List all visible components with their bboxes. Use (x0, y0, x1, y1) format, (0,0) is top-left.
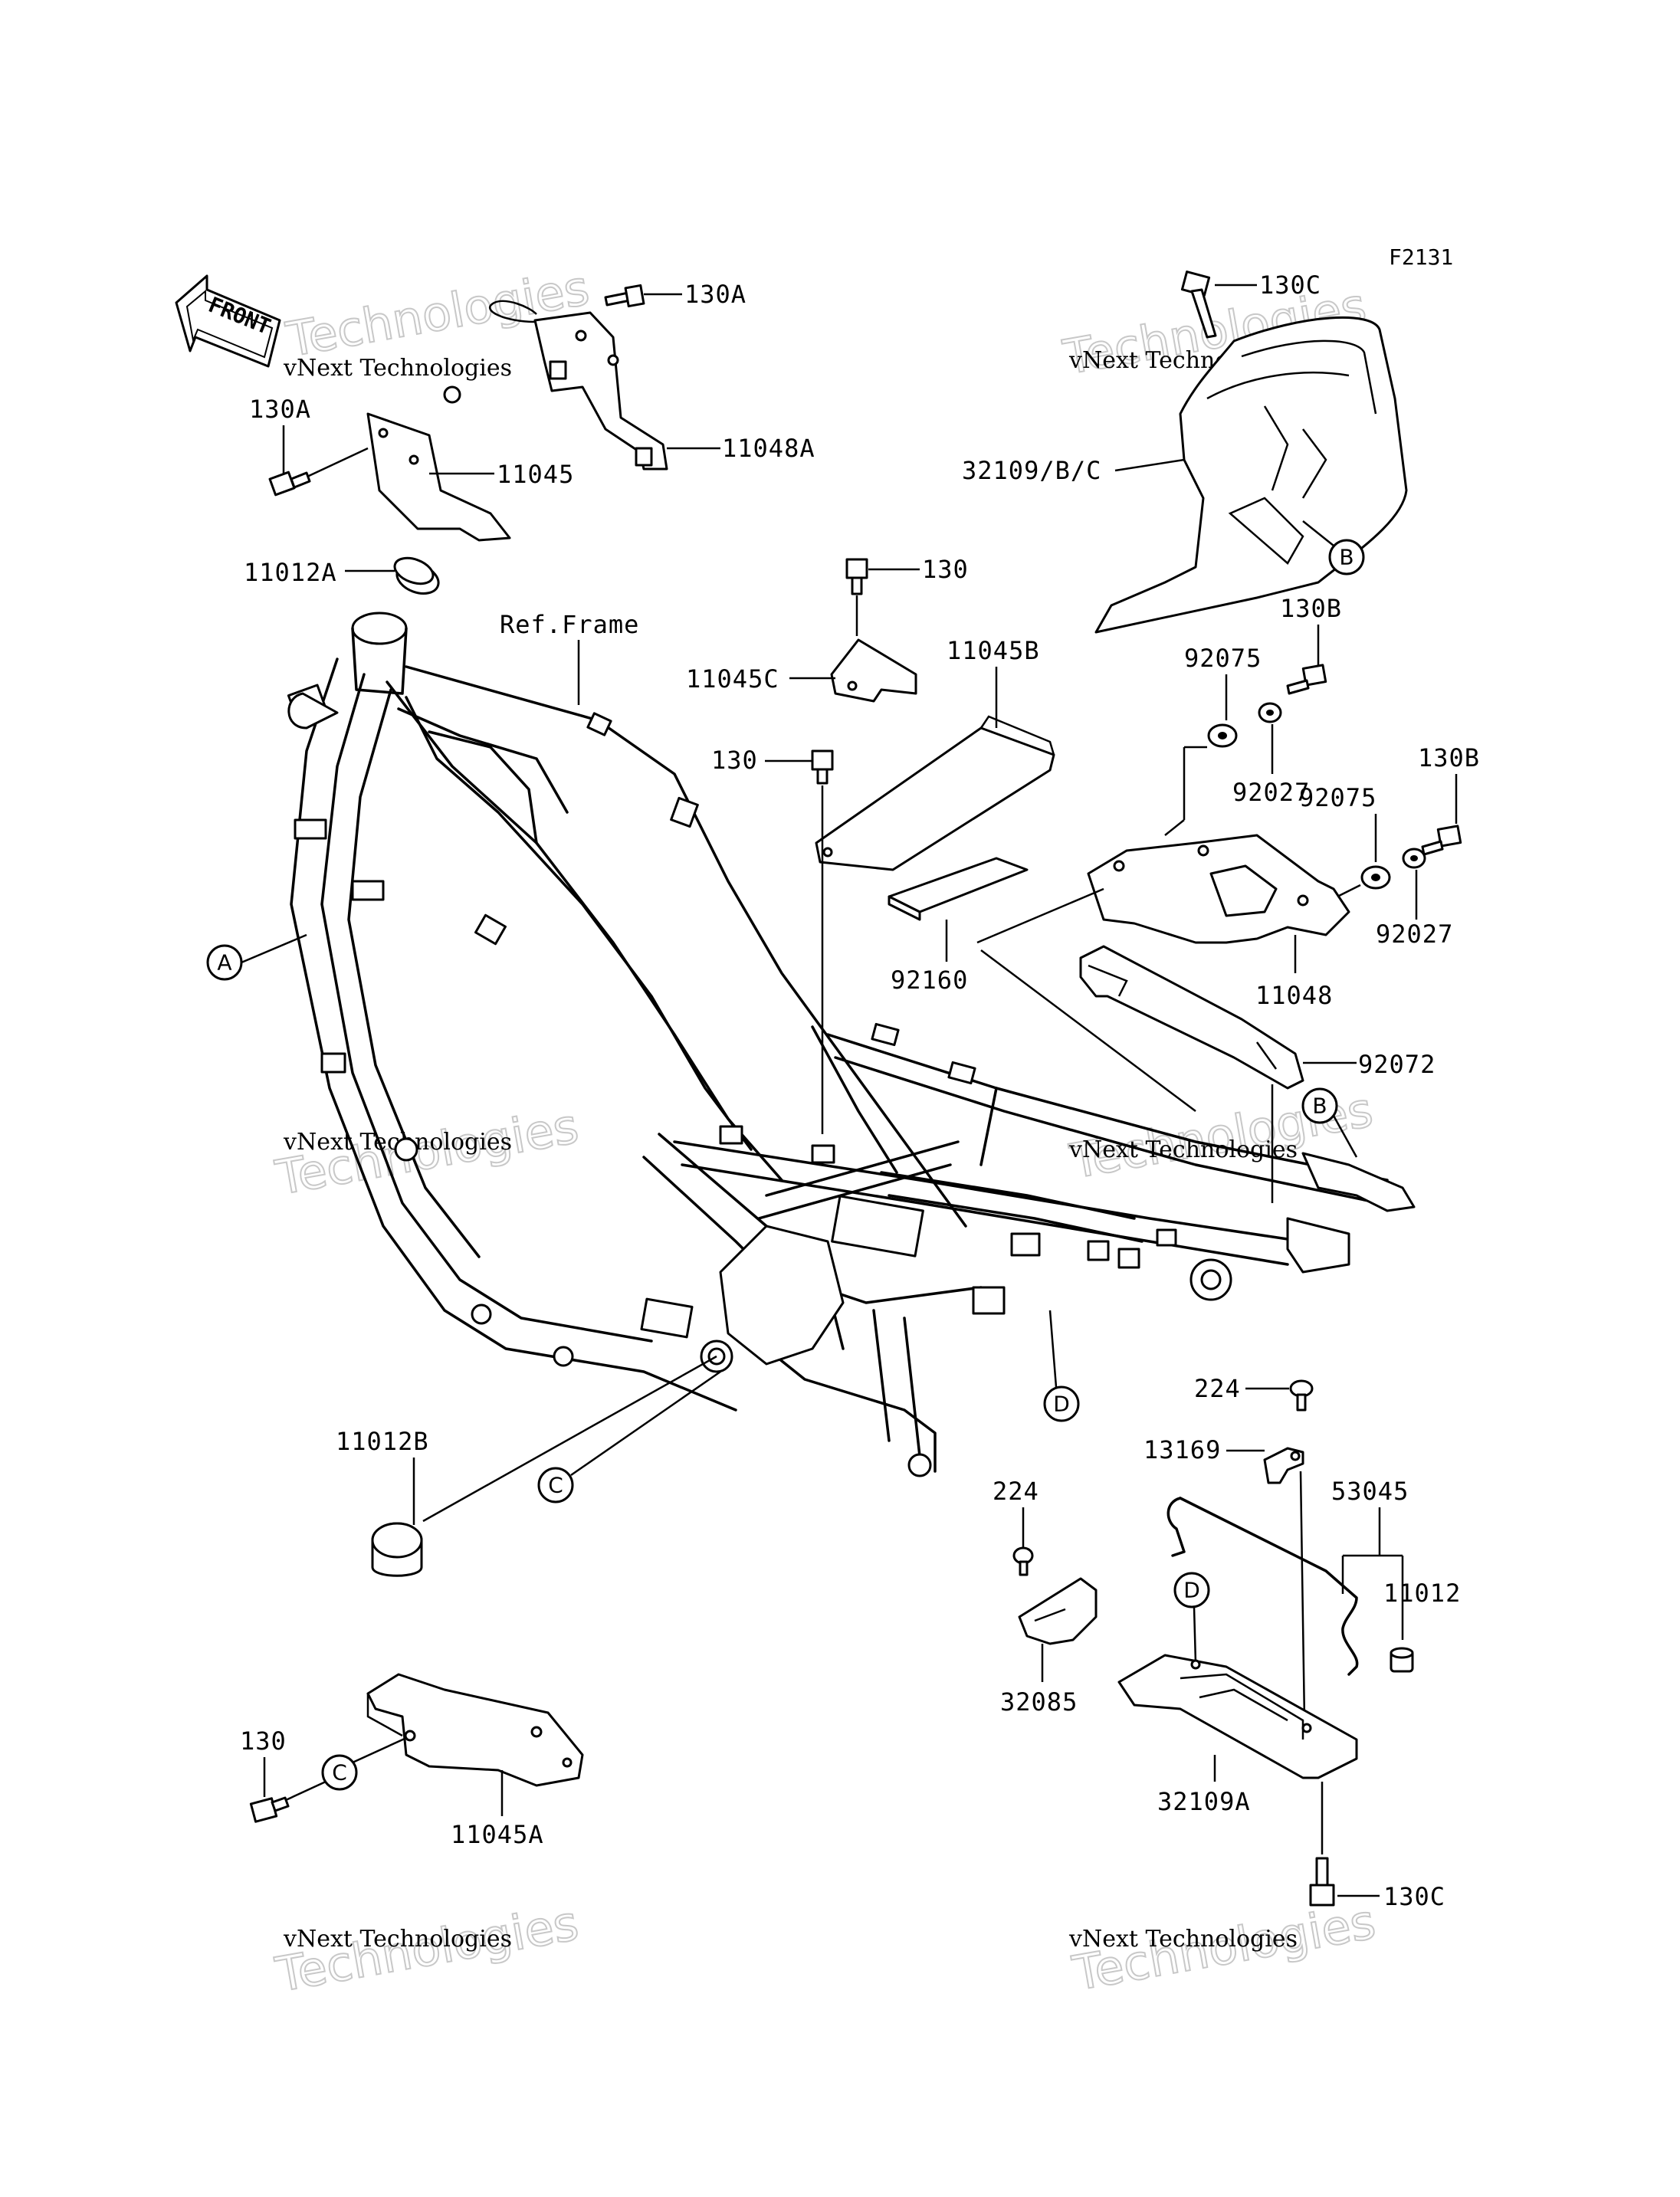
label-11045: 11045 (497, 460, 574, 489)
label-130A-top: 130A (684, 280, 746, 309)
ref-marker-B-frame (1301, 1087, 1338, 1124)
tray-32109A (1117, 1654, 1358, 1779)
ref-marker-D-tray-label: D (1183, 1578, 1200, 1603)
collar-92027-a (1258, 702, 1282, 723)
label-130B-b: 130B (1418, 743, 1480, 772)
watermark-text: vNext Technologies (1068, 1926, 1298, 1953)
label-11048A: 11048A (722, 434, 815, 463)
ref-marker-C-frame-label: C (548, 1473, 563, 1498)
collar-92027-b (1402, 848, 1426, 869)
ref-marker-D-frame (1043, 1385, 1080, 1422)
ref-marker-B-cowl (1328, 539, 1365, 575)
label-32109BC: 32109/B/C (962, 456, 1101, 485)
damper-92075-b (1360, 865, 1391, 890)
label-130-mid: 130 (711, 746, 758, 775)
label-130C-top: 130C (1259, 271, 1321, 300)
label-11012A: 11012A (244, 558, 337, 587)
ref-marker-C-bracket (321, 1754, 358, 1791)
grommet-11012 (1390, 1647, 1414, 1673)
bolt-130A-top (604, 284, 645, 308)
damper-92075-a (1207, 723, 1238, 748)
pad-92160 (888, 857, 1029, 921)
ref-marker-C-bracket-label: C (332, 1760, 347, 1785)
motorcycle-frame (287, 612, 1416, 1477)
strap-92072 (1079, 945, 1304, 1090)
label-ref-frame: Ref.Frame (500, 610, 639, 639)
bolt-130B-b (1421, 825, 1462, 856)
bolt-130C-top (1180, 271, 1217, 339)
front-arrow-icon: FRONT (175, 274, 281, 368)
label-11012B: 11012B (336, 1427, 429, 1456)
label-92160: 92160 (891, 966, 968, 995)
ref-marker-C-frame (537, 1467, 574, 1503)
bracket-11045 (366, 385, 511, 542)
seat-cowl-32109 (1094, 316, 1408, 634)
label-130-top: 130 (922, 555, 969, 584)
label-130C-bottom: 130C (1383, 1882, 1445, 1911)
ref-marker-D-tray (1173, 1572, 1210, 1608)
grommet-11012B (371, 1522, 423, 1577)
watermark-text: vNext Technologies (283, 1926, 512, 1953)
label-130-bottom: 130 (240, 1726, 287, 1756)
ref-marker-B-cowl-label: B (1339, 545, 1354, 570)
label-11045B: 11045B (947, 636, 1040, 665)
bracket-11048A (488, 300, 668, 471)
label-224-b: 224 (993, 1477, 1039, 1506)
watermark-text: vNext Technologies (1068, 1136, 1298, 1163)
screw-224-b (1012, 1546, 1034, 1576)
label-130B-a: 130B (1280, 594, 1342, 623)
label-130A-left: 130A (249, 395, 311, 424)
screw-224-a (1289, 1379, 1314, 1412)
bolt-130-bottom (249, 1796, 290, 1823)
bracket-11045C (830, 638, 917, 703)
ref-marker-A-label: A (217, 950, 231, 976)
bolt-130C-bottom (1309, 1857, 1335, 1907)
label-92075-a: 92075 (1184, 644, 1262, 673)
clamp-13169 (1263, 1447, 1304, 1484)
label-32109A: 32109A (1157, 1787, 1251, 1816)
label-92075-b: 92075 (1299, 783, 1376, 812)
figure-code: F2131 (1389, 244, 1453, 270)
label-11012: 11012 (1383, 1579, 1461, 1608)
bracket-32085 (1018, 1577, 1098, 1645)
label-11045A: 11045A (451, 1820, 544, 1849)
label-11045C: 11045C (686, 664, 779, 694)
ref-marker-B-frame-label: B (1312, 1094, 1327, 1119)
label-92072: 92072 (1358, 1050, 1436, 1079)
bracket-11048 (1087, 834, 1350, 944)
label-32085: 32085 (1000, 1687, 1078, 1717)
label-11048: 11048 (1255, 981, 1333, 1010)
watermark-text: vNext Technologies (283, 355, 512, 382)
ref-marker-D-frame-label: D (1053, 1392, 1070, 1417)
label-92027-a: 92027 (1232, 778, 1310, 807)
label-53045: 53045 (1331, 1477, 1409, 1506)
label-92027-b: 92027 (1376, 920, 1453, 949)
bolt-130B-a (1286, 664, 1327, 695)
rod-53045 (1166, 1497, 1359, 1676)
label-224-a: 224 (1194, 1374, 1241, 1403)
bracket-11045A (366, 1673, 584, 1787)
bolt-130-top (845, 558, 868, 595)
bracket-11045B (815, 715, 1055, 871)
grommet-11012A (393, 556, 440, 595)
bolt-130-mid (811, 749, 834, 785)
label-13169: 13169 (1144, 1435, 1221, 1464)
bolt-130A-left (268, 471, 311, 497)
